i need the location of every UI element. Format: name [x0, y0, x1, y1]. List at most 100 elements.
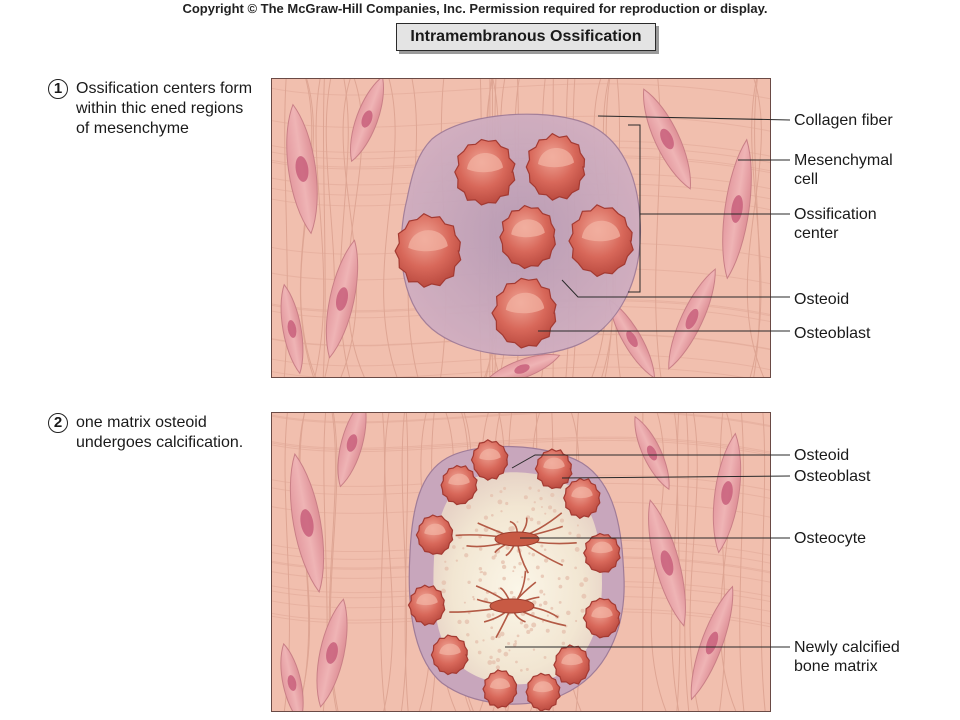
matrix-speck: [543, 593, 546, 596]
cell-nucleus: [685, 308, 699, 330]
mesenchymal-cell: [690, 585, 734, 701]
collagen-fiber: [380, 413, 386, 711]
matrix-speck: [531, 611, 535, 616]
mesenchymal-cell: [286, 103, 318, 235]
osteoblast: [430, 634, 469, 676]
copyright-notice: Copyright © The McGraw-Hill Companies, I…: [182, 1, 768, 16]
matrix-speck: [498, 587, 501, 590]
matrix-speck: [520, 669, 523, 672]
matrix-speck: [544, 512, 547, 515]
matrix-speck: [480, 570, 484, 574]
matrix-speck: [543, 656, 547, 659]
cell-nucleus: [514, 364, 530, 374]
matrix-speck: [543, 600, 548, 606]
collagen-fiber: [739, 413, 745, 711]
osteoblast: [470, 439, 509, 481]
matrix-speck: [482, 639, 485, 642]
matrix-speck: [581, 593, 587, 599]
collagen-fiber: [400, 413, 408, 711]
osteoblast-nucleus: [561, 653, 583, 666]
matrix-speck: [516, 634, 520, 638]
matrix-speck: [568, 531, 572, 535]
figure-title: Intramembranous Ossification: [396, 23, 656, 51]
matrix-speck: [526, 629, 531, 635]
matrix-speck: [491, 660, 496, 665]
osteoblast-nucleus: [581, 220, 621, 242]
collagen-fiber: [383, 79, 398, 377]
osteoblast-nucleus: [416, 593, 438, 606]
matrix-speck: [543, 558, 549, 563]
osteoblast-nucleus: [439, 643, 461, 656]
matrix-speck: [444, 560, 447, 563]
osteoblast: [525, 672, 561, 711]
cell-nucleus: [361, 110, 373, 128]
matrix-speck: [441, 580, 447, 586]
step-1-text: Ossification centers form within thic en…: [76, 80, 253, 137]
matrix-speck: [528, 552, 531, 555]
label-osteoblast-panel2: Osteoblast: [794, 468, 871, 485]
matrix-speck: [561, 641, 566, 646]
matrix-speck: [538, 603, 543, 607]
cell-nucleus: [660, 550, 674, 576]
matrix-speck: [561, 629, 566, 634]
osteoblast-nucleus: [467, 153, 503, 173]
matrix-speck: [529, 627, 534, 632]
osteocyte: [455, 512, 577, 574]
collagen-fiber: [314, 79, 325, 377]
cell-nucleus: [705, 631, 719, 655]
matrix-speck: [482, 571, 487, 576]
osteoblast: [499, 204, 556, 270]
osteoblast-nucleus: [479, 448, 501, 461]
osteoblast-nucleus: [489, 678, 511, 690]
matrix-speck: [472, 598, 476, 601]
collagen-fiber: [272, 354, 770, 371]
cell-nucleus: [660, 128, 674, 150]
matrix-speck: [531, 622, 537, 628]
osteoblast-nucleus: [424, 523, 446, 536]
label-osteocyte: Osteocyte: [794, 530, 867, 547]
matrix-speck: [495, 665, 501, 670]
matrix-speck: [500, 560, 505, 565]
label-ossification-center: Ossification center: [794, 206, 877, 242]
matrix-speck: [457, 619, 462, 625]
label-collagen-fiber: Collagen fiber: [794, 112, 893, 129]
collagen-fiber: [272, 83, 770, 100]
matrix-speck: [514, 642, 517, 645]
matrix-speck: [497, 648, 502, 653]
collagen-fiber: [753, 79, 761, 377]
matrix-speck: [497, 499, 503, 505]
collagen-fiber: [684, 413, 690, 711]
matrix-speck: [521, 575, 524, 579]
matrix-speck: [558, 584, 563, 589]
matrix-speck: [499, 490, 503, 494]
osteoblast-nucleus: [505, 292, 545, 314]
matrix-speck: [558, 600, 562, 604]
mesenchymal-cell: [483, 354, 561, 377]
panel-calcification-illustration: [271, 412, 771, 712]
matrix-speck: [495, 552, 498, 555]
osteoblasts: [394, 132, 634, 349]
mesenchymal-cell: [722, 138, 752, 280]
matrix-speck: [541, 620, 545, 623]
mesenchymal-cell: [325, 239, 359, 359]
matrix-speck: [548, 505, 553, 510]
matrix-speck: [566, 610, 571, 616]
matrix-speck: [546, 614, 549, 617]
matrix-speck: [503, 651, 509, 657]
osteoblast: [415, 514, 454, 555]
collagen-fiber: [718, 413, 726, 711]
collagen-fiber: [272, 366, 744, 377]
collagen-fiber: [272, 413, 770, 428]
osteoblast: [553, 644, 590, 686]
label-osteoid-panel1: Osteoid: [794, 291, 850, 308]
matrix-speck: [532, 648, 536, 651]
matrix-speck: [543, 548, 547, 552]
matrix-speck: [550, 492, 555, 498]
osteoblast-nucleus: [571, 486, 593, 499]
matrix-speck: [583, 577, 589, 583]
matrix-speck: [483, 515, 489, 520]
collagen-fiber: [339, 79, 351, 377]
matrix-speck: [552, 509, 557, 513]
mesenchymal-cell: [316, 598, 348, 708]
matrix-speck: [505, 545, 510, 550]
